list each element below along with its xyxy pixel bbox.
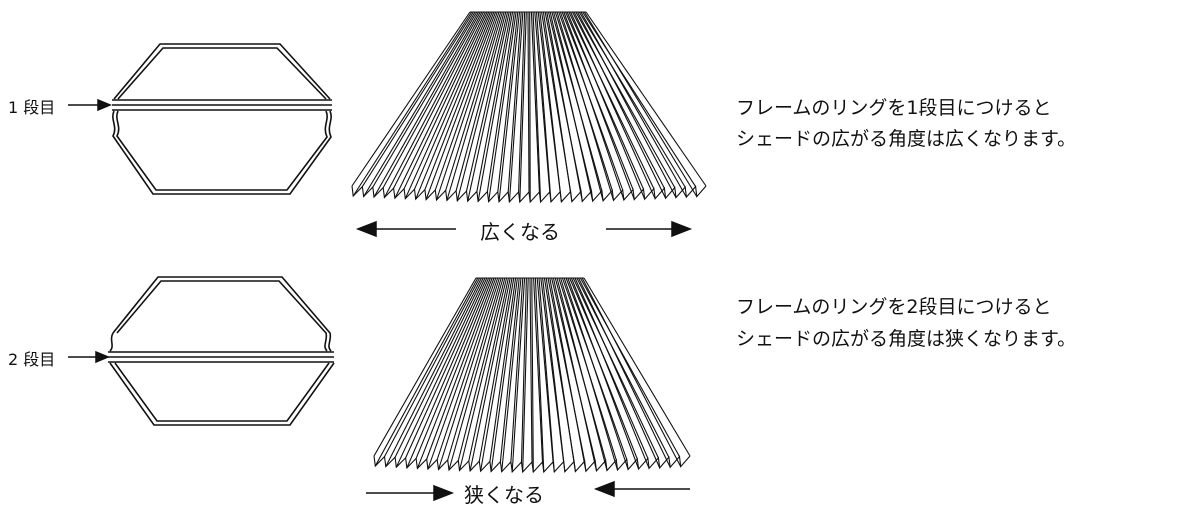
widen-arrow-left (355, 220, 456, 238)
pleated-shade-wide (351, 11, 707, 204)
ring-pointer-arrow-1 (68, 98, 112, 112)
lamp-frame-ring-level-1 (112, 43, 332, 195)
narrow-arrow-right (593, 480, 690, 498)
description-row1-line2: シェードの広がる角度は広くなります。 (736, 128, 1077, 150)
ring-level-2-label: 2 段目 (8, 350, 56, 369)
narrow-arrow-left (366, 484, 455, 502)
widen-label: 広くなる (480, 220, 560, 244)
narrow-label: 狭くなる (464, 483, 544, 507)
ring-level-1-label: 1 段目 (8, 98, 56, 117)
description-row1-line1: フレームのリングを1段目につけると (736, 97, 1052, 119)
ring-pointer-arrow-2 (68, 350, 110, 364)
description-row2-line2: シェードの広がる角度は狭くなります。 (736, 328, 1077, 350)
description-row2-line1: フレームのリングを2段目につけると (736, 296, 1052, 318)
lamp-frame-ring-level-2 (108, 276, 335, 426)
widen-arrow-right (606, 220, 693, 238)
pleated-shade-narrow (373, 277, 691, 474)
